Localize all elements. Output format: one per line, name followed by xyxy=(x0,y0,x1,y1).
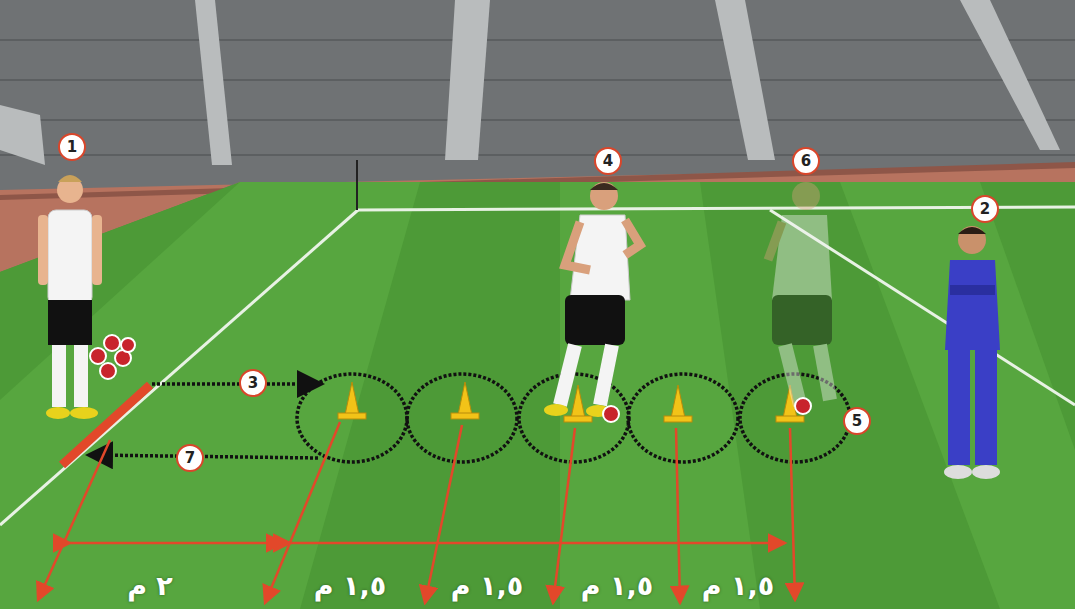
dimension-label: ١,٥ م xyxy=(581,570,653,601)
callout-number: 6 xyxy=(792,147,820,175)
callout-number: 7 xyxy=(176,444,204,472)
dimension-label: ١,٥ م xyxy=(451,570,523,601)
dimension-label: ١,٥ م xyxy=(702,570,774,601)
callout-number: 1 xyxy=(58,133,86,161)
callout-number: 2 xyxy=(971,195,999,223)
callout-number: 5 xyxy=(843,407,871,435)
callout-number: 4 xyxy=(594,147,622,175)
callout-number: 3 xyxy=(239,369,267,397)
dimension-label: ١,٥ م xyxy=(314,570,386,601)
dimension-label: ٢ م xyxy=(127,570,173,601)
